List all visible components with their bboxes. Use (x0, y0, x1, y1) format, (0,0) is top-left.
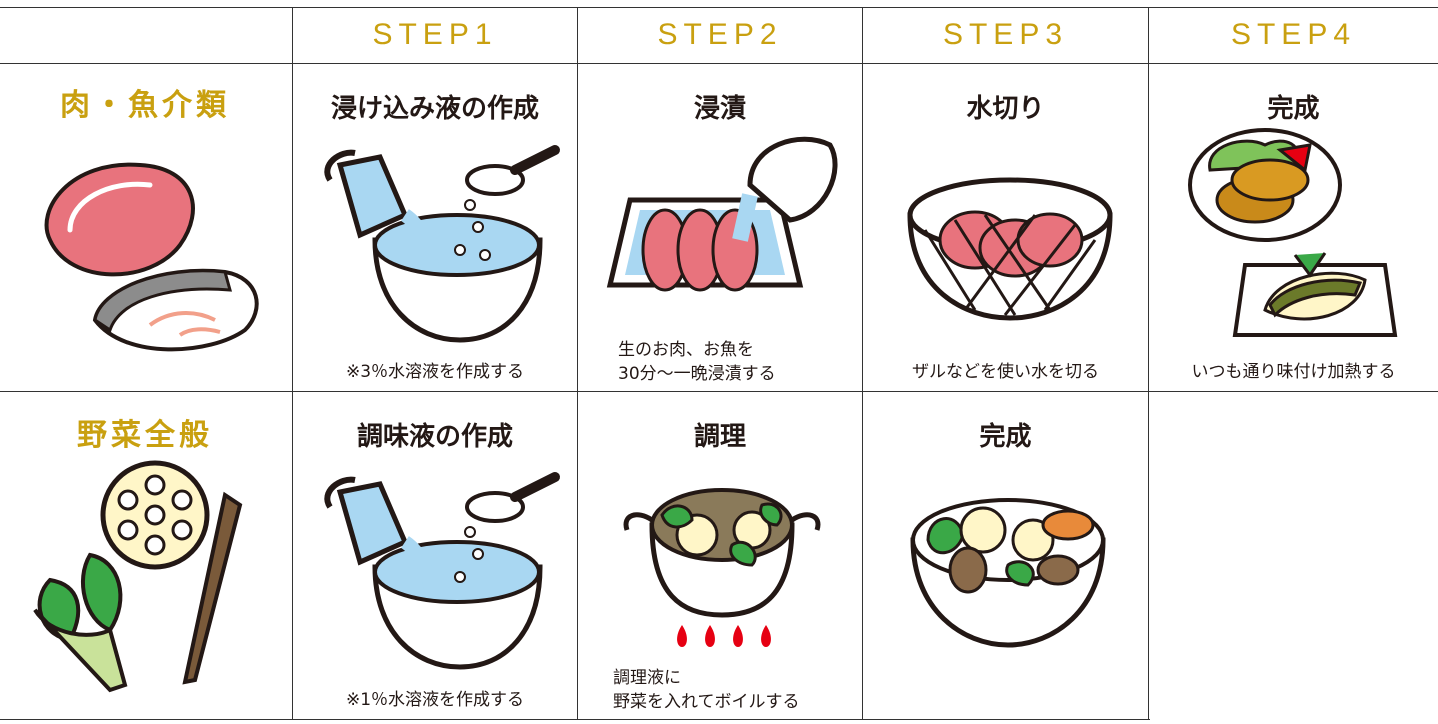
table-border-bottom (0, 719, 1150, 720)
finished-dish-icon (1188, 128, 1398, 337)
col-divider-1 (292, 7, 293, 719)
step-note-r2c2-line2: 野菜を入れてボイルする (613, 692, 800, 712)
step-title-r1c3: 水切り (966, 94, 1045, 124)
pitcher-bowl-icon (324, 145, 560, 343)
step-title-r1c1: 浸け込み液の作成 (330, 94, 539, 124)
step-2-header: STEP2 (657, 18, 783, 51)
tray-soak-icon (606, 136, 838, 292)
vegetable-bowl-icon (910, 498, 1106, 648)
category-meat-fish: 肉・魚介類 (60, 88, 230, 123)
step-note-r2c2-line1: 調理液に (613, 668, 681, 688)
header-divider (0, 63, 1438, 64)
step-title-r1c4: 完成 (1267, 94, 1320, 124)
vegetables-icon (33, 460, 243, 693)
pitcher-bowl-icon (324, 472, 560, 670)
step-title-r2c2: 調理 (693, 422, 746, 452)
step-note-r1c2-line2: 30分〜一晩浸漬する (618, 364, 776, 384)
step-title-r2c3: 完成 (979, 422, 1032, 452)
step-note-r2c1: ※1％水溶液を作成する (345, 690, 525, 710)
step-note-r1c1: ※3％水溶液を作成する (345, 362, 525, 382)
step-4-header: STEP4 (1230, 18, 1357, 51)
step-note-r1c3: ザルなどを使い水を切る (912, 362, 1099, 382)
step-title-r2c1: 調味液の作成 (356, 422, 513, 452)
step-note-r1c2-line1: 生のお肉、お魚を (618, 340, 754, 360)
row-divider (0, 391, 1438, 392)
col-divider-3 (862, 7, 863, 719)
step-title-r1c2: 浸漬 (693, 94, 746, 124)
step-note-r1c4: いつも通り味付け加熱する (1191, 362, 1396, 382)
col-divider-4 (1148, 7, 1149, 719)
table-border-top (0, 7, 1438, 8)
meat-fish-icon (44, 162, 259, 352)
step-1-header: STEP1 (372, 18, 498, 51)
strainer-meat-icon (907, 177, 1113, 321)
col-divider-2 (577, 7, 578, 719)
category-vegetables: 野菜全般 (77, 418, 213, 453)
boiling-pot-icon (623, 488, 821, 647)
step-3-header: STEP3 (942, 18, 1069, 51)
